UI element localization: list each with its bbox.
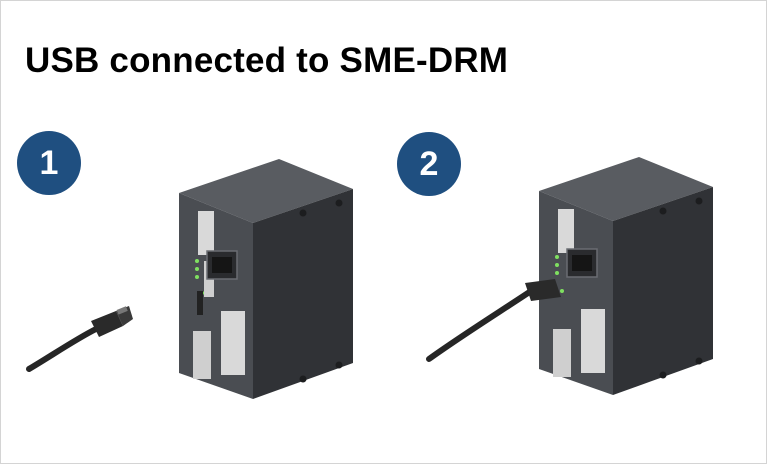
usb-cable-icon <box>26 306 133 372</box>
step-badge-2: 2 <box>397 132 461 196</box>
sme-drm-device-icon <box>539 157 713 395</box>
status-leds <box>555 255 564 293</box>
page-title: USB connected to SME-DRM <box>25 41 509 80</box>
terminal-block <box>553 209 605 377</box>
ethernet-port-icon <box>206 250 238 280</box>
sme-drm-device-icon <box>179 159 353 399</box>
step-badge-1: 1 <box>17 131 81 195</box>
step-2-illustration <box>426 157 713 395</box>
usb-port <box>197 291 203 315</box>
usb-cable-icon <box>426 279 561 362</box>
ethernet-port-icon <box>566 248 598 278</box>
step-1-illustration <box>26 159 353 399</box>
